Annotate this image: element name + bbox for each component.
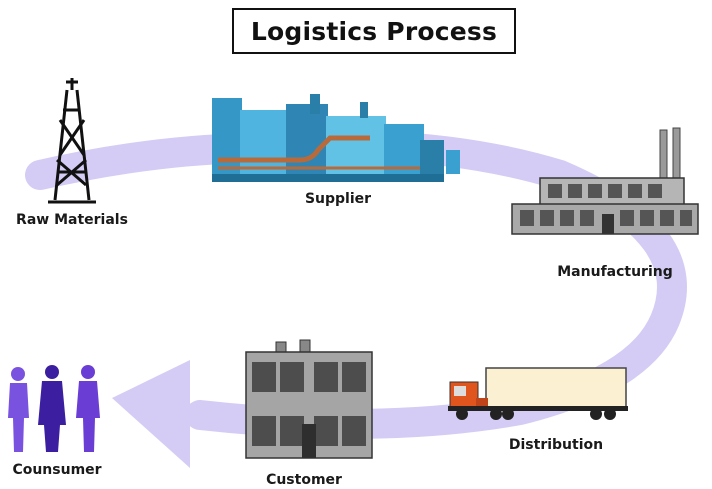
flow-arrowhead xyxy=(112,360,190,468)
label-raw-materials: Raw Materials xyxy=(16,212,128,228)
factory-icon xyxy=(511,127,699,235)
oil-derrick-icon xyxy=(48,78,96,204)
title-box: Logistics Process xyxy=(232,8,516,54)
people-icon xyxy=(8,365,100,452)
supplier-plant-icon xyxy=(212,94,460,182)
label-consumer: Counsumer xyxy=(12,462,101,478)
customer-building-icon xyxy=(245,339,373,459)
truck-icon xyxy=(448,367,628,420)
label-supplier: Supplier xyxy=(305,191,371,207)
label-manufacturing: Manufacturing xyxy=(557,264,673,280)
label-distribution: Distribution xyxy=(509,437,603,453)
page-title: Logistics Process xyxy=(250,16,498,46)
label-customer: Customer xyxy=(266,472,342,488)
